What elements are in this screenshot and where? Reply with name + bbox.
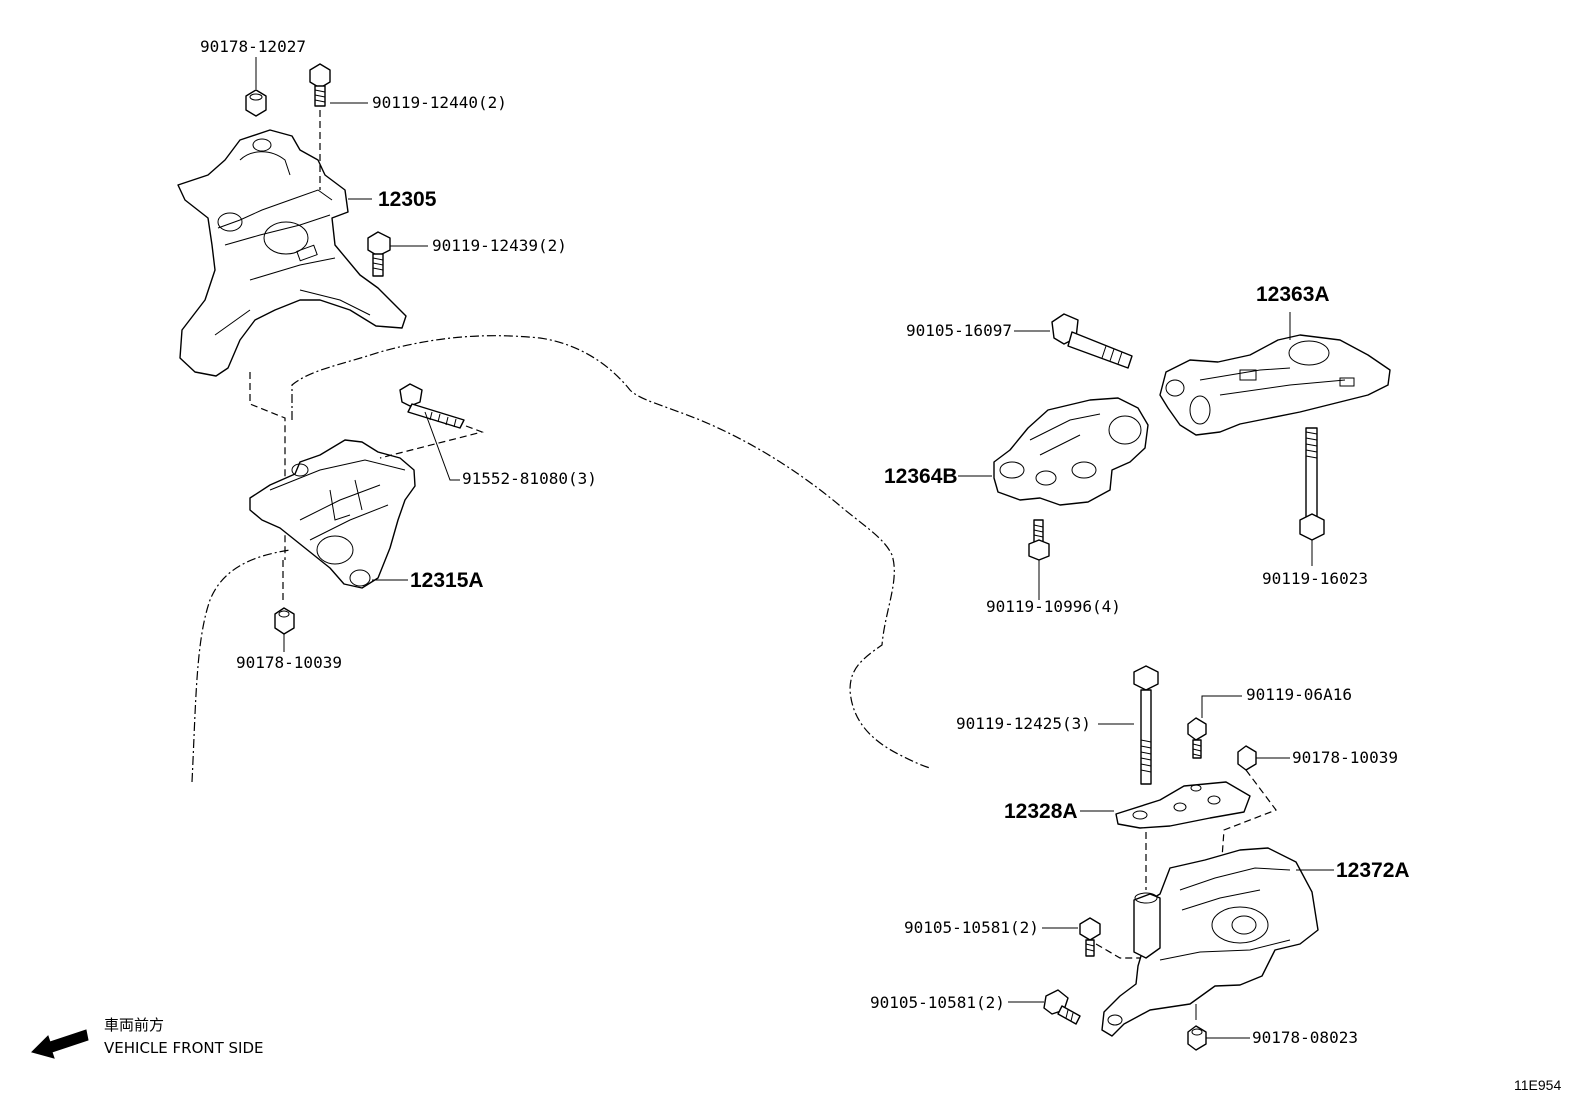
bolt-90105-16097 [1051,313,1133,369]
nut-90178-12027 [245,89,267,117]
figure-code: 11E954 [1514,1077,1561,1093]
torque-rod-12363A [1159,334,1391,436]
bolt-90119-10996 [1028,519,1050,561]
bolt-91552-81080 [399,383,465,429]
label-90119-10996: 90119-10996(4) [986,597,1121,616]
vehicle-front-arrow-icon [31,1029,89,1059]
nut-90178-08023 [1187,1025,1207,1051]
label-12315A: 12315A [410,569,484,592]
label-90105-10581-b: 90105-10581(2) [870,993,1005,1012]
label-12364B: 12364B [884,465,958,488]
bolt-90119-12440 [309,63,331,107]
bolt-90105-10581-a [1079,917,1101,957]
direction-label-jp: 車両前方 [104,1016,164,1034]
engine-outline [191,335,931,783]
label-90119-12439: 90119-12439(2) [432,236,567,255]
nut-90178-10039-right [1237,745,1257,771]
bolt-90105-10581-b [1043,989,1081,1025]
label-12328A: 12328A [1004,800,1078,823]
label-12363A: 12363A [1256,283,1330,306]
engine-bracket-12315A [249,439,416,589]
label-90178-10039-left: 90178-10039 [236,653,342,672]
label-90105-10581-a: 90105-10581(2) [904,918,1039,937]
label-90105-16097: 90105-16097 [906,321,1012,340]
nut-90178-10039-left [274,607,295,635]
label-12372A: 12372A [1336,859,1410,882]
label-90119-12440: 90119-12440(2) [372,93,507,112]
label-91552-81080: 91552-81080(3) [462,469,597,488]
label-90178-10039-right: 90178-10039 [1292,748,1398,767]
bolt-90119-12439 [367,231,391,277]
direction-label-en: VEHICLE FRONT SIDE [104,1039,264,1057]
bolt-90119-16023 [1299,427,1325,541]
engine-mount-12305 [177,129,407,377]
label-90119-16023: 90119-16023 [1262,569,1368,588]
label-90178-08023: 90178-08023 [1252,1028,1358,1047]
bolt-90119-06A16 [1187,717,1207,759]
bracket-plate-12328A [1115,781,1251,829]
bolt-90119-12425 [1133,665,1159,785]
label-12305: 12305 [378,188,437,211]
label-90178-12027: 90178-12027 [200,37,306,56]
bracket-12364B [993,397,1149,506]
engine-mount-12372A [1101,847,1319,1037]
label-90119-06A16: 90119-06A16 [1246,685,1352,704]
label-90119-12425: 90119-12425(3) [956,714,1091,733]
